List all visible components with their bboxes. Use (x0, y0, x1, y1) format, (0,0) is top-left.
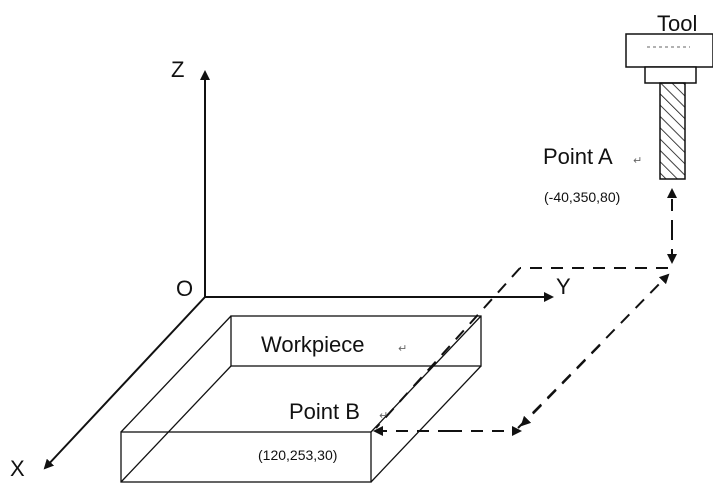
point-a-label: Point A (543, 144, 613, 169)
path-segment-diagonal-down (520, 344, 601, 427)
y-axis-label: Y (556, 274, 571, 299)
point-b-label: Point B (289, 399, 360, 424)
tool-holder (625, 33, 713, 68)
point-a-return-mark: ↵ (633, 154, 642, 167)
tool-collet (644, 66, 697, 84)
point-b-return-mark: ↵ (379, 409, 388, 422)
tool-label: Tool (657, 11, 697, 36)
origin-label: O (176, 276, 193, 301)
path-segment-left (375, 267, 521, 429)
point-b-coords: (120,253,30) (258, 447, 337, 463)
x-axis-label: X (10, 456, 25, 481)
x-axis (43, 296, 206, 470)
z-axis-label: Z (171, 57, 184, 82)
tool-cutter (659, 82, 686, 180)
workpiece-label: Workpiece (261, 332, 365, 357)
tool (625, 33, 713, 180)
workpiece-return-mark: ↵ (398, 342, 407, 355)
point-a-coords: (-40,350,80) (544, 189, 620, 205)
workpiece-box (120, 315, 482, 483)
